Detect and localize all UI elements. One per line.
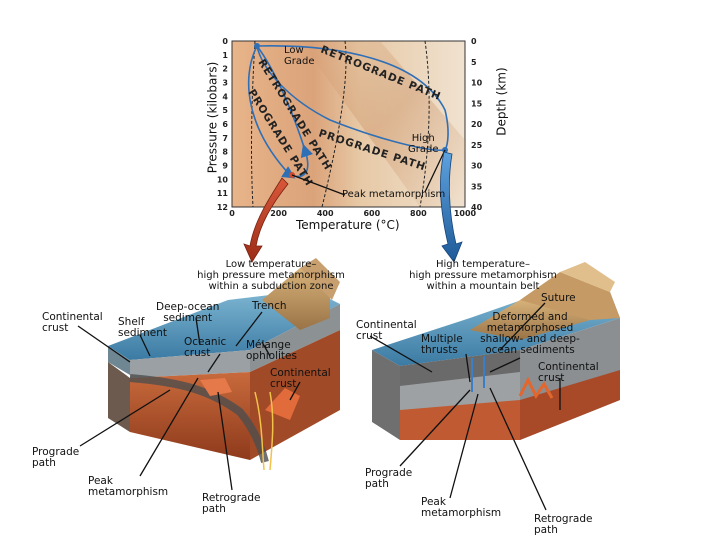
pressure-tick: 12 [217, 203, 228, 212]
depth-tick: 25 [471, 141, 483, 150]
prograde-right-label: Prograde path [365, 468, 412, 490]
continental-crust-left-line2: crust [42, 323, 103, 334]
y-right-title: Depth (km) [497, 52, 508, 152]
left-caption-line1: Low temperature– [176, 259, 366, 270]
depth-tick: 35 [471, 182, 483, 191]
multiple-line2: thrusts [421, 345, 463, 356]
peak-left-line2: metamorphism [88, 487, 168, 498]
retrograde-right-line2: path [534, 525, 592, 536]
continental-crust-left2-line2: crust [270, 379, 331, 390]
pressure-tick: 10 [217, 175, 229, 184]
pressure-tick: 11 [217, 189, 229, 198]
peak-label: Peak metamorphism [342, 189, 445, 200]
pressure-tick: 9 [222, 162, 228, 171]
left-caption-line3: within a subduction zone [176, 281, 366, 292]
pressure-tick: 7 [222, 134, 228, 143]
y-left-title: Pressure (kilobars) [208, 53, 219, 183]
temperature-tick: 0 [229, 209, 235, 218]
right-caption-line2: high pressure metamorphism [398, 270, 568, 281]
temperature-tick: 1000 [454, 209, 477, 218]
depth-tick: 0 [471, 37, 477, 46]
melange-label: Mélange ophiolites [246, 340, 297, 362]
prograde-left-line2: path [32, 458, 79, 469]
pressure-tick: 6 [222, 120, 228, 129]
temperature-tick: 400 [317, 209, 334, 218]
right-caption-line3: within a mountain belt [398, 281, 568, 292]
temperature-tick: 200 [270, 209, 287, 218]
pressure-tick: 2 [222, 65, 228, 74]
pressure-tick: 5 [222, 106, 228, 115]
right-caption: High temperature– high pressure metamorp… [398, 259, 568, 292]
depth-tick: 10 [471, 79, 483, 88]
depth-tick: 5 [471, 58, 477, 67]
deformed-label: Deformed and metamorphosed shallow- and … [474, 312, 586, 356]
multiple-thrusts-label: Multiple thrusts [421, 334, 463, 356]
left-caption: Low temperature– high pressure metamorph… [176, 259, 366, 292]
prograde-left-label: Prograde path [32, 447, 79, 469]
deformed-line4: ocean sediments [474, 345, 586, 356]
high-grade-line2: Grade [408, 144, 439, 155]
low-grade-label: Low Grade [284, 45, 315, 67]
right-caption-line1: High temperature– [398, 259, 568, 270]
peak-right-line2: metamorphism [421, 508, 501, 519]
peak-right-label: Peak metamorphism [421, 497, 501, 519]
shelf-label: Shelf sediment [118, 317, 167, 339]
continental-crust-left-label: Continental crust [42, 312, 103, 334]
continental-crust-right-label: Continental crust [356, 320, 417, 342]
pressure-tick: 4 [222, 92, 228, 101]
pressure-tick: 1 [222, 51, 228, 60]
depth-tick: 30 [471, 162, 483, 171]
temperature-tick: 600 [363, 209, 380, 218]
high-grade-label: High Grade [408, 133, 439, 155]
retrograde-left-label: Retrograde path [202, 493, 260, 515]
x-title: Temperature (°C) [296, 220, 400, 231]
left-caption-line2: high pressure metamorphism [176, 270, 366, 281]
continental-crust-right-line2: crust [356, 331, 417, 342]
peak-left-label: Peak metamorphism [88, 476, 168, 498]
continental-crust-right2-line2: crust [538, 373, 599, 384]
continental-crust-right2-label: Continental crust [538, 362, 599, 384]
melange-line2: ophiolites [246, 351, 297, 362]
retrograde-right-label: Retrograde path [534, 514, 592, 536]
trench-label: Trench [252, 301, 287, 312]
pressure-tick: 3 [222, 79, 228, 88]
depth-tick: 15 [471, 99, 483, 108]
low-grade-line2: Grade [284, 56, 315, 67]
high-grade-line1: High [408, 133, 439, 144]
suture-label: Suture [541, 293, 576, 304]
pressure-tick: 0 [222, 37, 228, 46]
low-grade-line1: Low [284, 45, 315, 56]
continental-crust-left2-label: Continental crust [270, 368, 331, 390]
depth-tick: 20 [471, 120, 483, 129]
start-point [254, 43, 260, 49]
temperature-tick: 800 [410, 209, 427, 218]
oceanic-crust-label: Oceanic crust [184, 337, 226, 359]
oceanic-line2: crust [184, 348, 226, 359]
prograde-right-line2: path [365, 479, 412, 490]
retrograde-left-line2: path [202, 504, 260, 515]
pressure-tick: 8 [222, 148, 228, 157]
shelf-line2: sediment [118, 328, 167, 339]
